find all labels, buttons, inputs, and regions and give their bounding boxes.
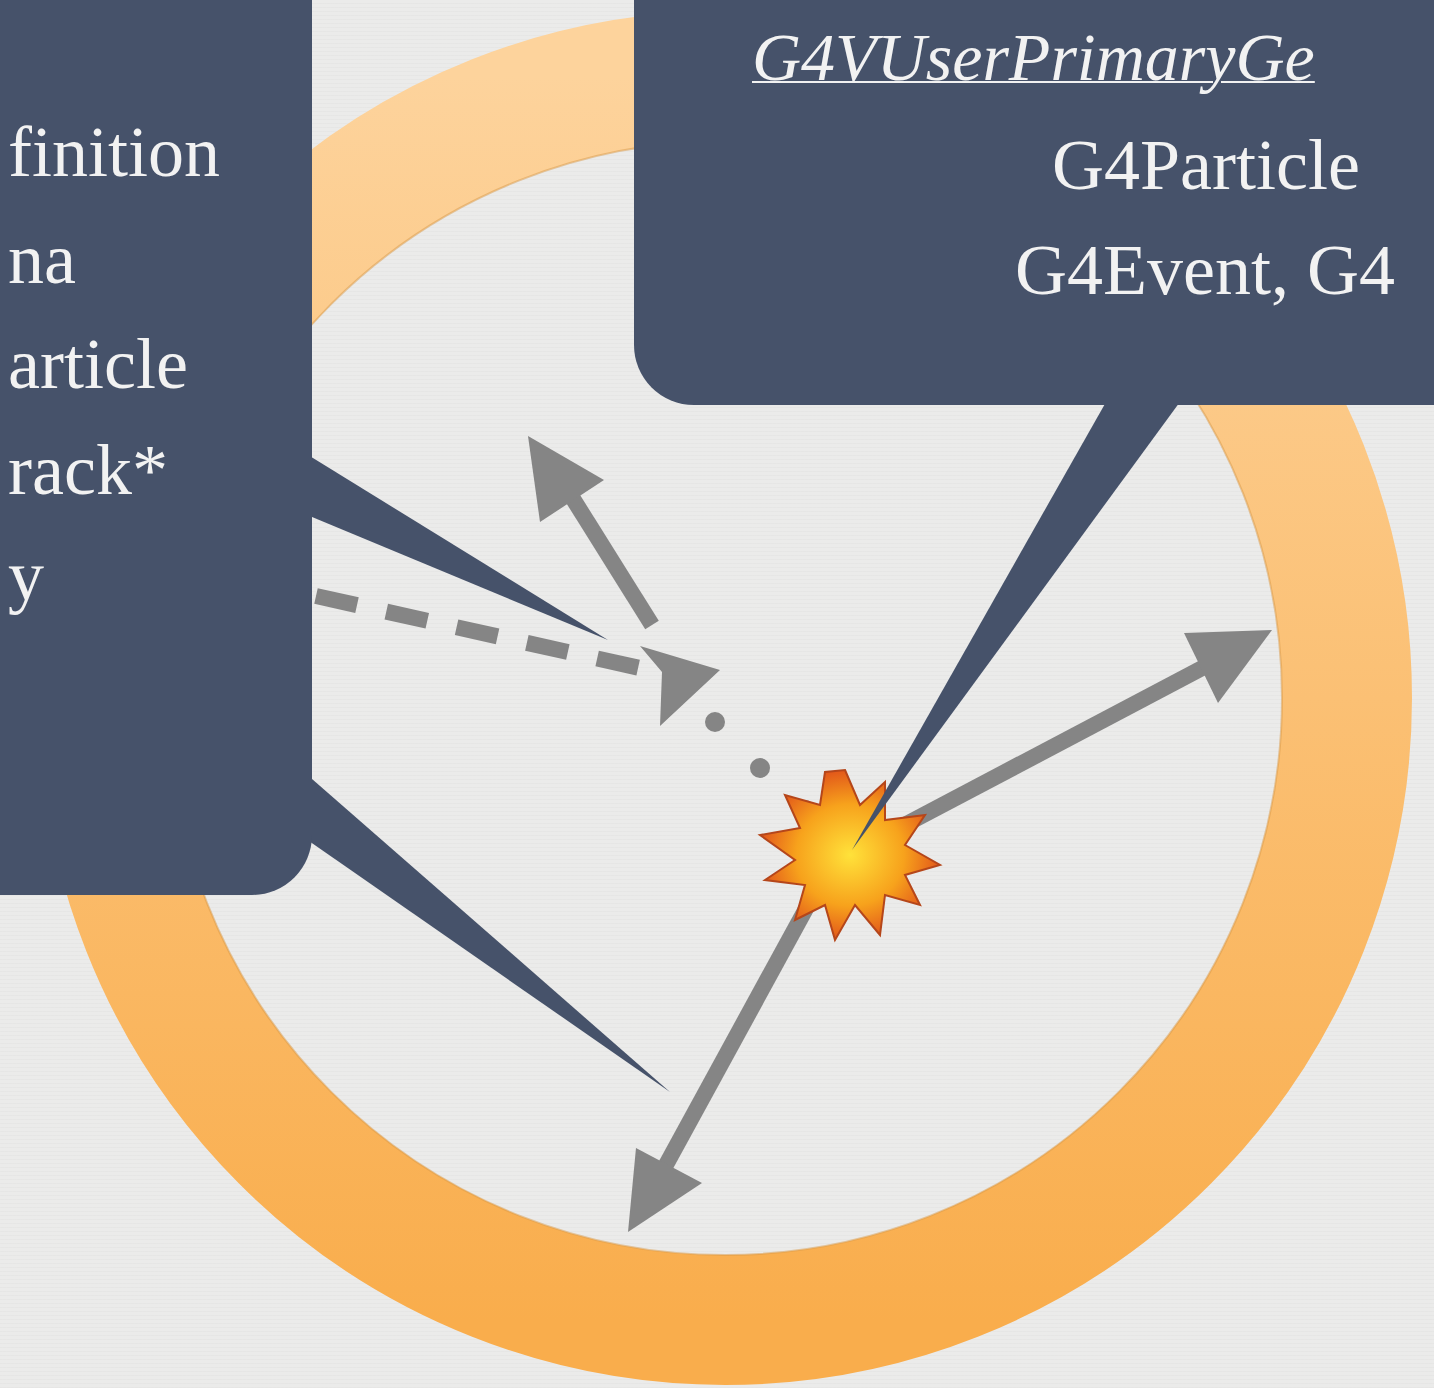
class-name-heading: G4VUserPrimaryGe [752, 23, 1315, 91]
arrow-head [1184, 630, 1272, 703]
callout-pointer [852, 395, 1185, 850]
callout-pointer [296, 765, 670, 1092]
class-name: article [8, 328, 188, 400]
callout-box: finition na article rack* y [0, 0, 312, 895]
callout-box: G4VUserPrimaryGeG4ParticleG4Event, G4 [634, 0, 1434, 405]
callout-pointer [300, 450, 608, 640]
class-name: finition [8, 116, 220, 188]
class-name: na [8, 223, 76, 295]
class-name: y [8, 540, 44, 612]
class-name: G4Particle [1052, 129, 1360, 201]
arrow-head [628, 1148, 702, 1232]
track-arrow [655, 905, 808, 1185]
class-name: rack* [8, 434, 168, 506]
arrow-head [528, 436, 604, 522]
arrow-head [640, 646, 720, 726]
track-arrow [560, 478, 652, 625]
dot [705, 712, 725, 732]
track-arrow [895, 656, 1225, 830]
class-name: G4Event, G4 [1015, 234, 1395, 306]
explosion [760, 770, 940, 940]
dot [750, 758, 770, 778]
